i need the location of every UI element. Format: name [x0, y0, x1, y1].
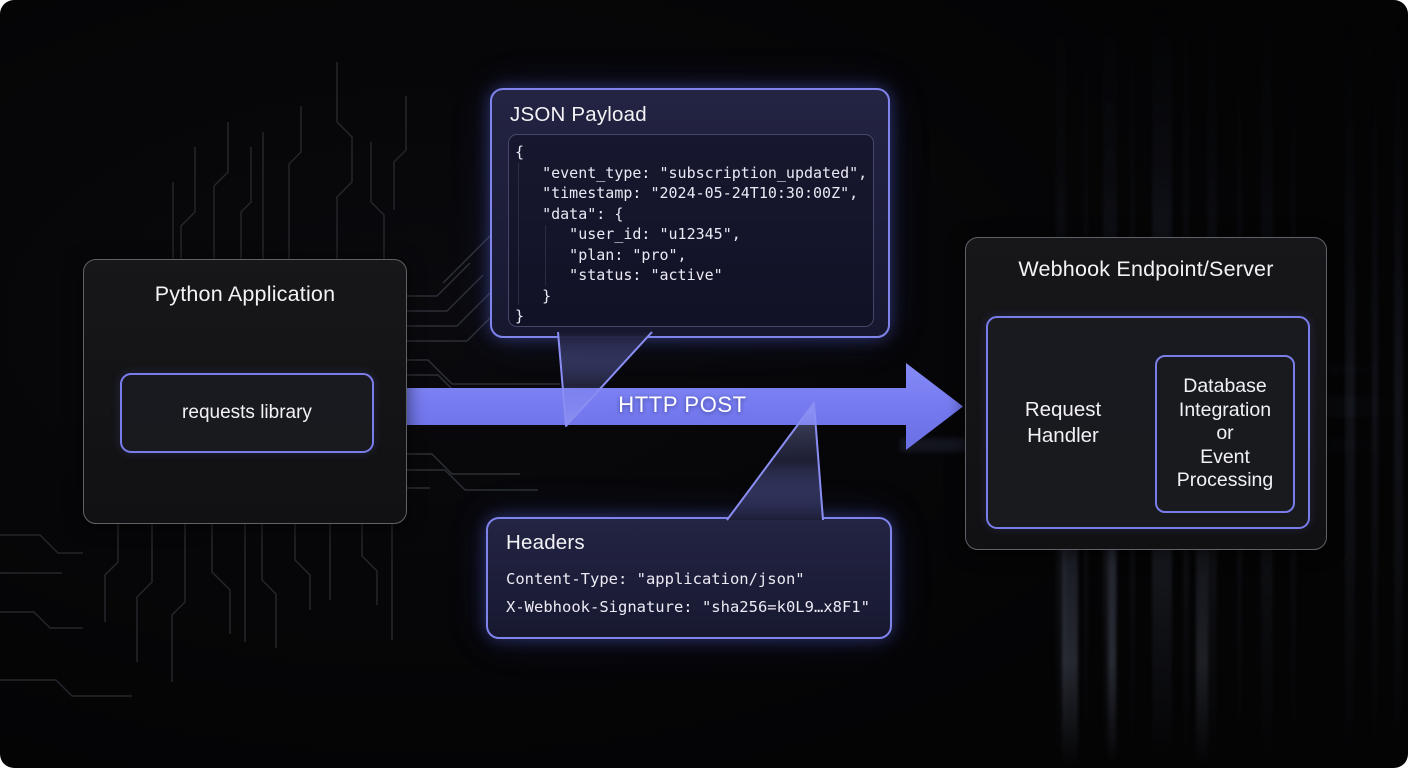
code-line: } [515, 307, 525, 325]
header-line: Content-Type: "application/json" [506, 570, 805, 588]
code-line: "plan: "pro", [515, 245, 687, 264]
http-post-label: HTTP POST [618, 392, 747, 417]
code-line: } [515, 286, 552, 305]
code-line: { [515, 143, 525, 161]
json-payload-pointer [557, 331, 653, 427]
code-line: "data": { [515, 204, 624, 223]
header-lines: Content-Type: "application/json" X-Webhoo… [506, 566, 870, 621]
processing-line: Event [1200, 445, 1250, 468]
python-application-box: Python Application requests library [83, 259, 407, 524]
code-line: "timestamp: "2024-05-24T10:30:00Z", [515, 184, 859, 202]
requests-library-label: requests library [182, 402, 312, 423]
webhook-endpoint-server-title: Webhook Endpoint/Server [1018, 257, 1274, 281]
json-payload-title: JSON Payload [510, 103, 647, 126]
webhook-endpoint-server-box: Webhook Endpoint/Server Request Handler … [965, 237, 1327, 550]
processing-line: Integration [1178, 398, 1272, 421]
headers-box: Headers Content-Type: "application/json"… [486, 517, 892, 639]
code-line: "status: "active" [515, 266, 723, 284]
code-line: "user_id: "u12345", [515, 225, 741, 243]
header-line: X-Webhook-Signature: "sha256=k0L9…x8F1" [506, 597, 870, 616]
request-handler-label: Request Handler [1024, 397, 1102, 447]
code-line: "event_type: "subscription_updated", [515, 163, 868, 182]
requests-library-box: requests library [120, 373, 374, 453]
processing-line: Database [1183, 375, 1267, 398]
processing-line: Processing [1176, 469, 1274, 492]
json-code-block: { "event_type: "subscription_updated", "… [508, 134, 874, 327]
json-payload-box: JSON Payload { "event_type: "subscriptio… [490, 88, 890, 338]
json-code-lines: { "event_type: "subscription_updated", "… [515, 142, 868, 326]
headers-title: Headers [506, 531, 585, 554]
headers-pointer [726, 402, 824, 521]
processing-line: or [1216, 422, 1234, 445]
python-application-title: Python Application [154, 282, 336, 306]
